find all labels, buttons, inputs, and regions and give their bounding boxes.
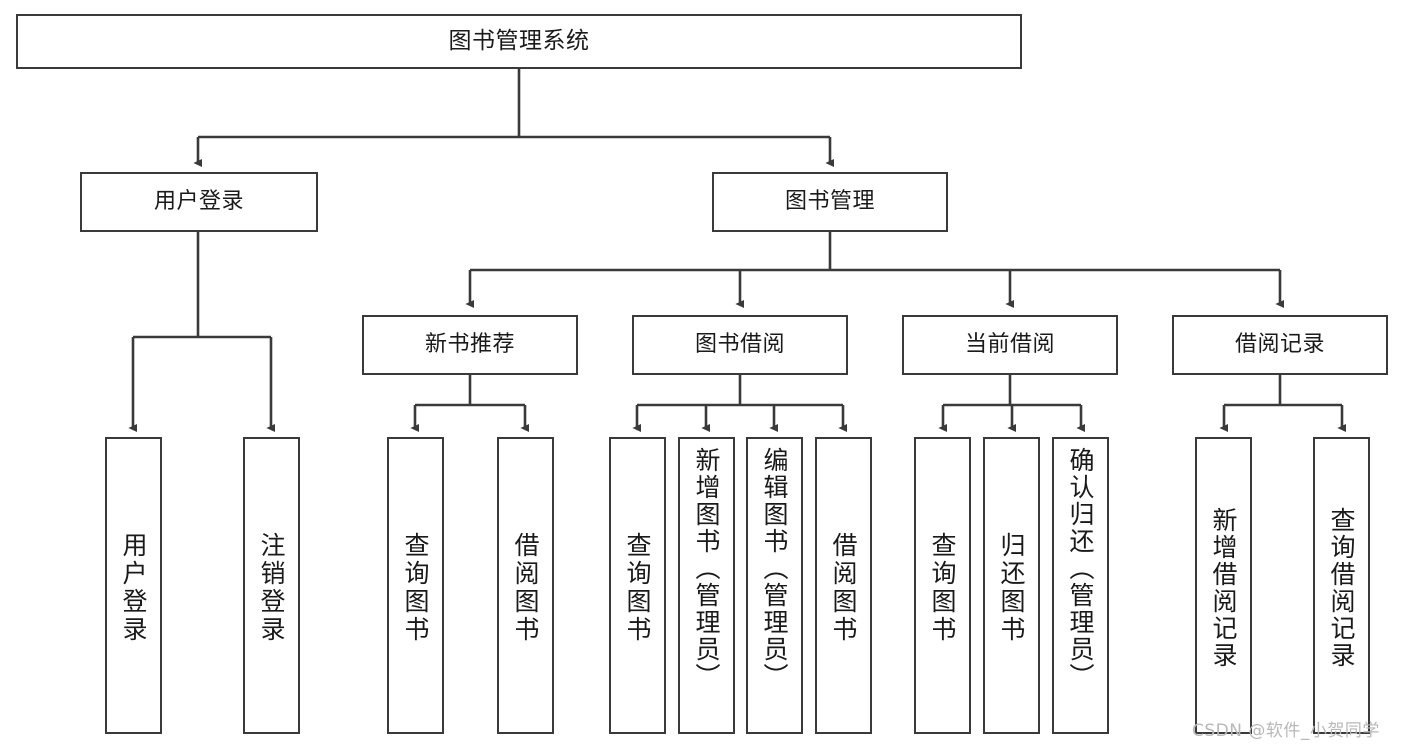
node-label: 确认归还（管理员） — [1066, 447, 1095, 690]
node-book-management[interactable]: 图书管理 — [712, 172, 948, 232]
node-label: 编辑图书（管理员） — [760, 447, 789, 690]
node-label: 查询借阅记录 — [1327, 506, 1356, 669]
node-label: 注销登录 — [257, 531, 286, 644]
node-new-book-recommendation[interactable]: 新书推荐 — [362, 315, 578, 375]
csdn-watermark: CSDN @软件_小贺同学 — [1192, 721, 1380, 741]
node-label: 新书推荐 — [424, 332, 515, 358]
node-label: 查询图书 — [401, 531, 430, 644]
leaf-confirm-return-admin[interactable]: 确认归还（管理员） — [1052, 437, 1109, 734]
node-label: 借阅图书 — [511, 531, 540, 644]
leaf-return-books[interactable]: 归还图书 — [983, 437, 1040, 734]
node-book-borrowing[interactable]: 图书借阅 — [632, 315, 848, 375]
node-label: 用户登录 — [119, 531, 148, 644]
node-label: 借阅图书 — [829, 531, 858, 644]
leaf-logout[interactable]: 注销登录 — [243, 437, 300, 734]
node-label: 图书借阅 — [694, 332, 785, 358]
leaf-query-borrow-record[interactable]: 查询借阅记录 — [1313, 437, 1370, 734]
node-label: 新增图书（管理员） — [692, 447, 721, 690]
node-label: 查询图书 — [623, 531, 652, 644]
leaf-edit-book-admin[interactable]: 编辑图书（管理员） — [746, 437, 803, 734]
leaf-borrow-books[interactable]: 借阅图书 — [815, 437, 872, 734]
leaf-query-books-current[interactable]: 查询图书 — [914, 437, 971, 734]
node-label: 新增借阅记录 — [1209, 506, 1238, 669]
leaf-borrow-books-recommend[interactable]: 借阅图书 — [497, 437, 554, 734]
node-user-login[interactable]: 用户登录 — [80, 172, 318, 232]
node-label: 用户登录 — [153, 189, 244, 215]
node-label: 图书管理系统 — [448, 28, 590, 55]
leaf-user-login[interactable]: 用户登录 — [105, 437, 162, 734]
node-label: 图书管理 — [784, 189, 875, 215]
node-borrow-records[interactable]: 借阅记录 — [1172, 315, 1388, 375]
leaf-query-books-borrow[interactable]: 查询图书 — [609, 437, 666, 734]
node-label: 查询图书 — [928, 531, 957, 644]
node-label: 归还图书 — [997, 531, 1026, 644]
node-current-borrowing[interactable]: 当前借阅 — [902, 315, 1118, 375]
leaf-add-borrow-record[interactable]: 新增借阅记录 — [1195, 437, 1252, 734]
node-label: 借阅记录 — [1234, 332, 1325, 358]
leaf-add-book-admin[interactable]: 新增图书（管理员） — [678, 437, 735, 734]
leaf-query-books-recommend[interactable]: 查询图书 — [387, 437, 444, 734]
node-label: 当前借阅 — [964, 332, 1055, 358]
node-root-system[interactable]: 图书管理系统 — [16, 14, 1022, 69]
